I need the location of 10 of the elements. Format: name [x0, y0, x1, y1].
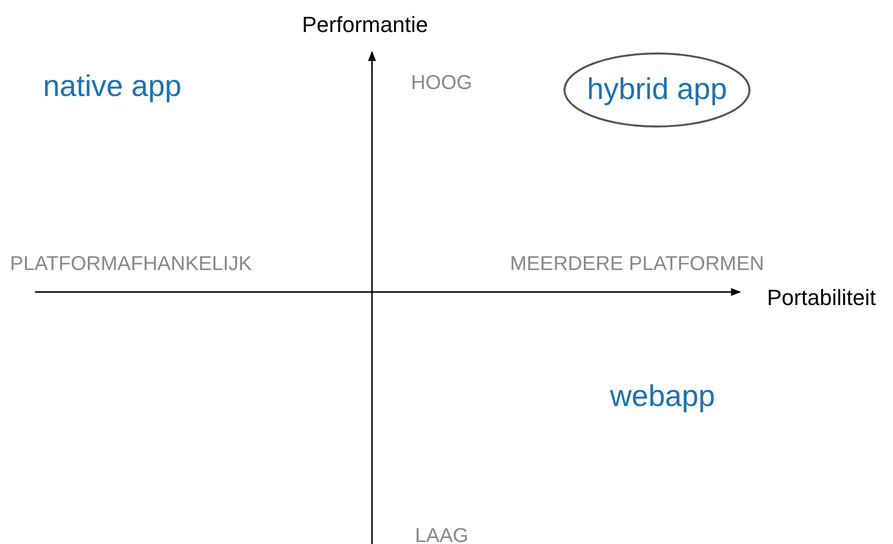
axis-label: Performantie	[302, 14, 428, 36]
quadrant-label: hybrid app	[586, 73, 728, 107]
quadrant-label: native app	[43, 72, 182, 102]
axis-end-label: PLATFORMAFHANKELIJK	[10, 254, 252, 274]
ellipse-node	[563, 52, 751, 128]
axis-label: Portabiliteit	[767, 287, 876, 309]
axis-end-label: HOOG	[411, 73, 472, 93]
quadrant-label: webapp	[610, 382, 716, 412]
axis-end-label: MEERDERE PLATFORMEN	[510, 254, 764, 274]
axis-end-label: LAAG	[415, 526, 468, 544]
